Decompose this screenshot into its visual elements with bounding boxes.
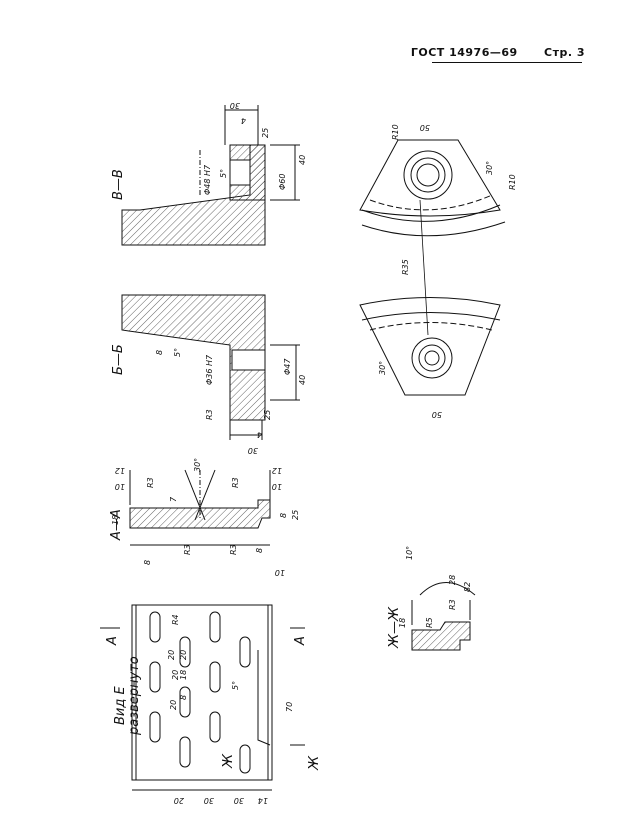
e-dim-bottom-14: 14 xyxy=(258,796,268,805)
aa-dim-7: 7 xyxy=(169,496,178,502)
vv-dim-d48: Φ48 H7 xyxy=(203,164,212,195)
view-e-title: Вид Е xyxy=(113,686,128,725)
e-dim-bottom-20: 20 xyxy=(174,796,184,805)
header-rule xyxy=(432,62,582,63)
e-dim-20b: 20 xyxy=(179,650,188,660)
aa-dim-18: 18 xyxy=(111,515,120,525)
zh-dim-82: 82 xyxy=(463,582,472,592)
tr-dim-30deg-b: 30° xyxy=(378,361,387,375)
page-number: Стр. 3 xyxy=(544,46,585,59)
tr-dim-50a: 50 xyxy=(420,123,430,132)
page-header: ГОСТ 14976—69 Стр. 3 xyxy=(411,46,585,59)
section-vv-label: В—В xyxy=(111,169,126,200)
aa-dim-r3d: R3 xyxy=(229,544,238,555)
e-dim-20d: 20 xyxy=(169,700,178,710)
aa-dim-25: 25 xyxy=(291,510,300,520)
e-dim-5deg: 5° xyxy=(231,681,240,690)
aa-dim-8a: 8 xyxy=(279,513,288,518)
aa-dim-r3b: R3 xyxy=(231,477,240,488)
bb-dim-d36: Φ36 H7 xyxy=(205,354,214,385)
section-vv-drawing xyxy=(121,105,300,246)
section-bb-label: Б—Б xyxy=(111,344,126,375)
section-aa-label: А—А xyxy=(109,509,124,541)
aa-dim-12b: 12 xyxy=(272,466,282,475)
tr-dim-r10b: R10 xyxy=(508,174,517,190)
section-aa-drawing xyxy=(129,469,271,546)
marker-zh-left: Ж xyxy=(221,753,236,769)
bb-dim-d47: Φ47 xyxy=(283,358,292,375)
aa-dim-r3a: R3 xyxy=(146,477,155,488)
section-bb-drawing xyxy=(121,294,300,440)
segment-view-lower xyxy=(359,297,501,396)
e-dim-20c: 20 xyxy=(171,670,180,680)
section-zhzh-drawing xyxy=(411,582,476,651)
bb-dim-r3: R3 xyxy=(205,409,214,420)
zh-dim-r5: R5 xyxy=(425,617,434,628)
tr-dim-r10a: R10 xyxy=(391,124,400,140)
section-zhzh-label: Ж—Ж xyxy=(387,606,402,649)
bb-dim-5deg: 5° xyxy=(173,348,182,357)
zh-dim-28: 28 xyxy=(448,575,457,585)
vv-dim-d60: Φ60 xyxy=(278,174,287,190)
e-dim-8: 8 xyxy=(179,695,188,700)
bb-dim-25: 25 xyxy=(263,410,272,420)
e-dim-20a: 20 xyxy=(167,650,176,660)
e-dim-bottom-30a: 30 xyxy=(204,796,214,805)
aa-dim-12a: 12 xyxy=(115,466,125,475)
e-dim-bottom-30b: 30 xyxy=(234,796,244,805)
aa-dim-8c: 8 xyxy=(255,548,264,553)
e-dim-r4: R4 xyxy=(171,614,180,625)
aa-dim-8b: 8 xyxy=(143,560,152,565)
e-dim-70: 70 xyxy=(285,702,294,712)
marker-zh-right: Ж xyxy=(307,755,322,771)
view-e-subtitle: развернуто xyxy=(127,656,142,736)
aa-dim-30deg: 30° xyxy=(193,458,202,472)
bb-dim-8: 8 xyxy=(155,350,164,355)
zh-dim-r3: R3 xyxy=(448,599,457,610)
vv-dim-5deg: 5° xyxy=(219,169,228,178)
bb-dim-40: 40 xyxy=(298,375,307,385)
zh-dim-18: 18 xyxy=(398,618,407,628)
marker-a-right: А xyxy=(293,636,308,646)
vv-dim-25: 25 xyxy=(261,128,270,138)
aa-dim-10a: 10 xyxy=(115,482,125,491)
tr-dim-30deg-a: 30° xyxy=(485,161,494,175)
tr-dim-50b: 50 xyxy=(432,410,442,419)
bb-dim-30: 30 xyxy=(248,446,258,455)
vv-dim-4: 4 xyxy=(241,116,246,125)
view-e-drawing xyxy=(100,604,305,791)
aa-dim-10c: 10 xyxy=(275,568,285,577)
segment-view-upper xyxy=(359,139,506,237)
marker-a-left: А xyxy=(105,636,120,646)
bb-dim-4: 4 xyxy=(257,430,262,439)
tr-dim-r35: R35 xyxy=(401,259,410,275)
aa-dim-r3c: R3 xyxy=(183,544,192,555)
vv-dim-40: 40 xyxy=(298,155,307,165)
e-dim-18: 18 xyxy=(179,670,188,680)
r35-leader xyxy=(419,199,429,336)
zh-dim-10deg: 10° xyxy=(405,546,414,560)
standard-number: ГОСТ 14976—69 xyxy=(410,46,518,59)
vv-dim-30: 30 xyxy=(230,101,240,110)
aa-dim-10b: 10 xyxy=(272,482,282,491)
